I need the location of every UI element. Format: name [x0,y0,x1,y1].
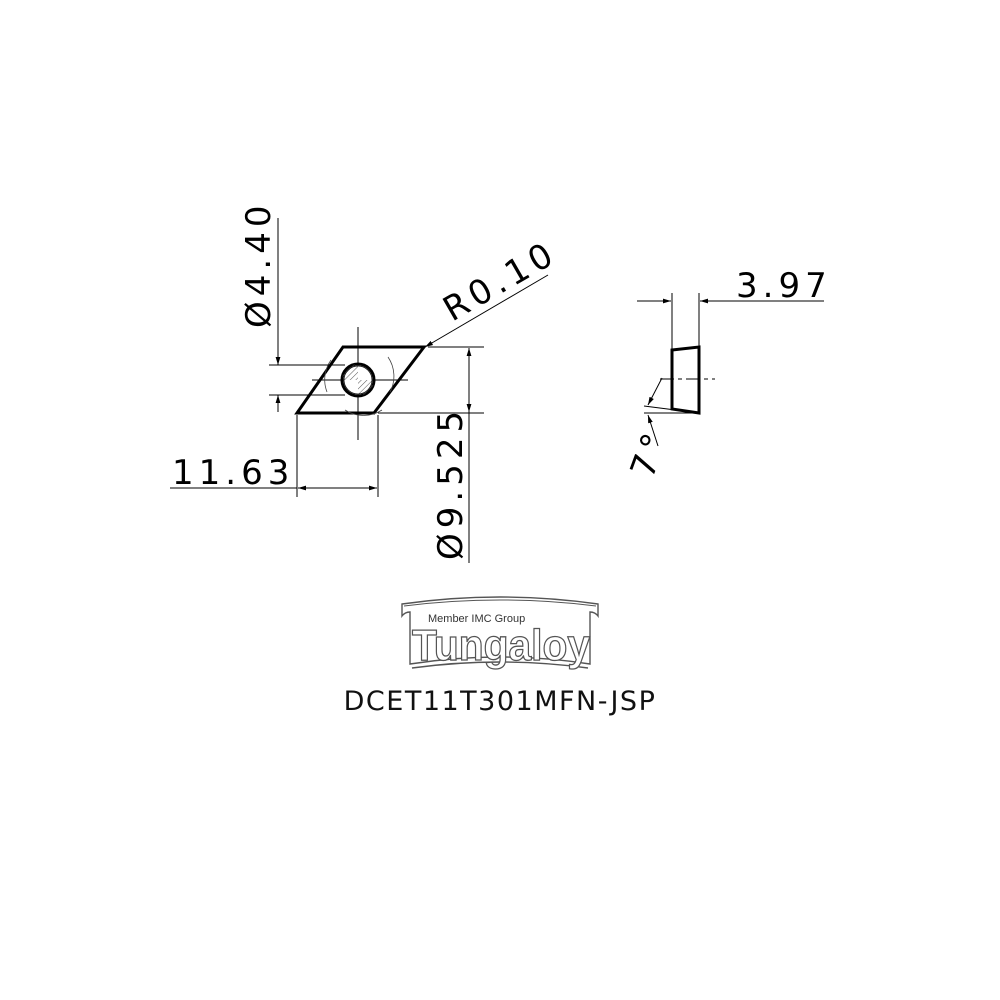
logo-wordmark: Tungaloy [412,621,590,670]
inscribed-circle-label: Ø9.525 [431,406,471,560]
hole-hatch [342,364,358,380]
radius-leader [424,274,549,348]
corner-radius-label: R0.10 [437,233,565,330]
thickness-label: 3.97 [736,266,832,306]
insert-side-profile [670,345,701,415]
logo-tagline: Member IMC Group [428,613,525,625]
hole-hatch [358,380,374,396]
angle-arrow [647,414,659,447]
tungaloy-logo: Member IMC Group Tungaloy [401,596,599,671]
insert-outline [294,345,428,415]
inscribed-circle-arc [387,356,395,393]
clearance-angle-label: 7° [623,424,677,483]
inscribed-circle-arc [324,359,332,393]
hole-diameter-label: Ø4.40 [239,201,279,328]
part-number: DCET11T301MFN-JSP [343,686,657,717]
edge-length-label: 11.63 [172,453,294,493]
front-view: Ø4.40 R0.10 Ø9.525 11.63 [170,201,564,563]
angle-arrow [647,377,663,406]
angle-reference-line [643,405,700,414]
inscribed-circle-arc [344,409,383,416]
side-view: 3.97 7° [623,266,832,483]
